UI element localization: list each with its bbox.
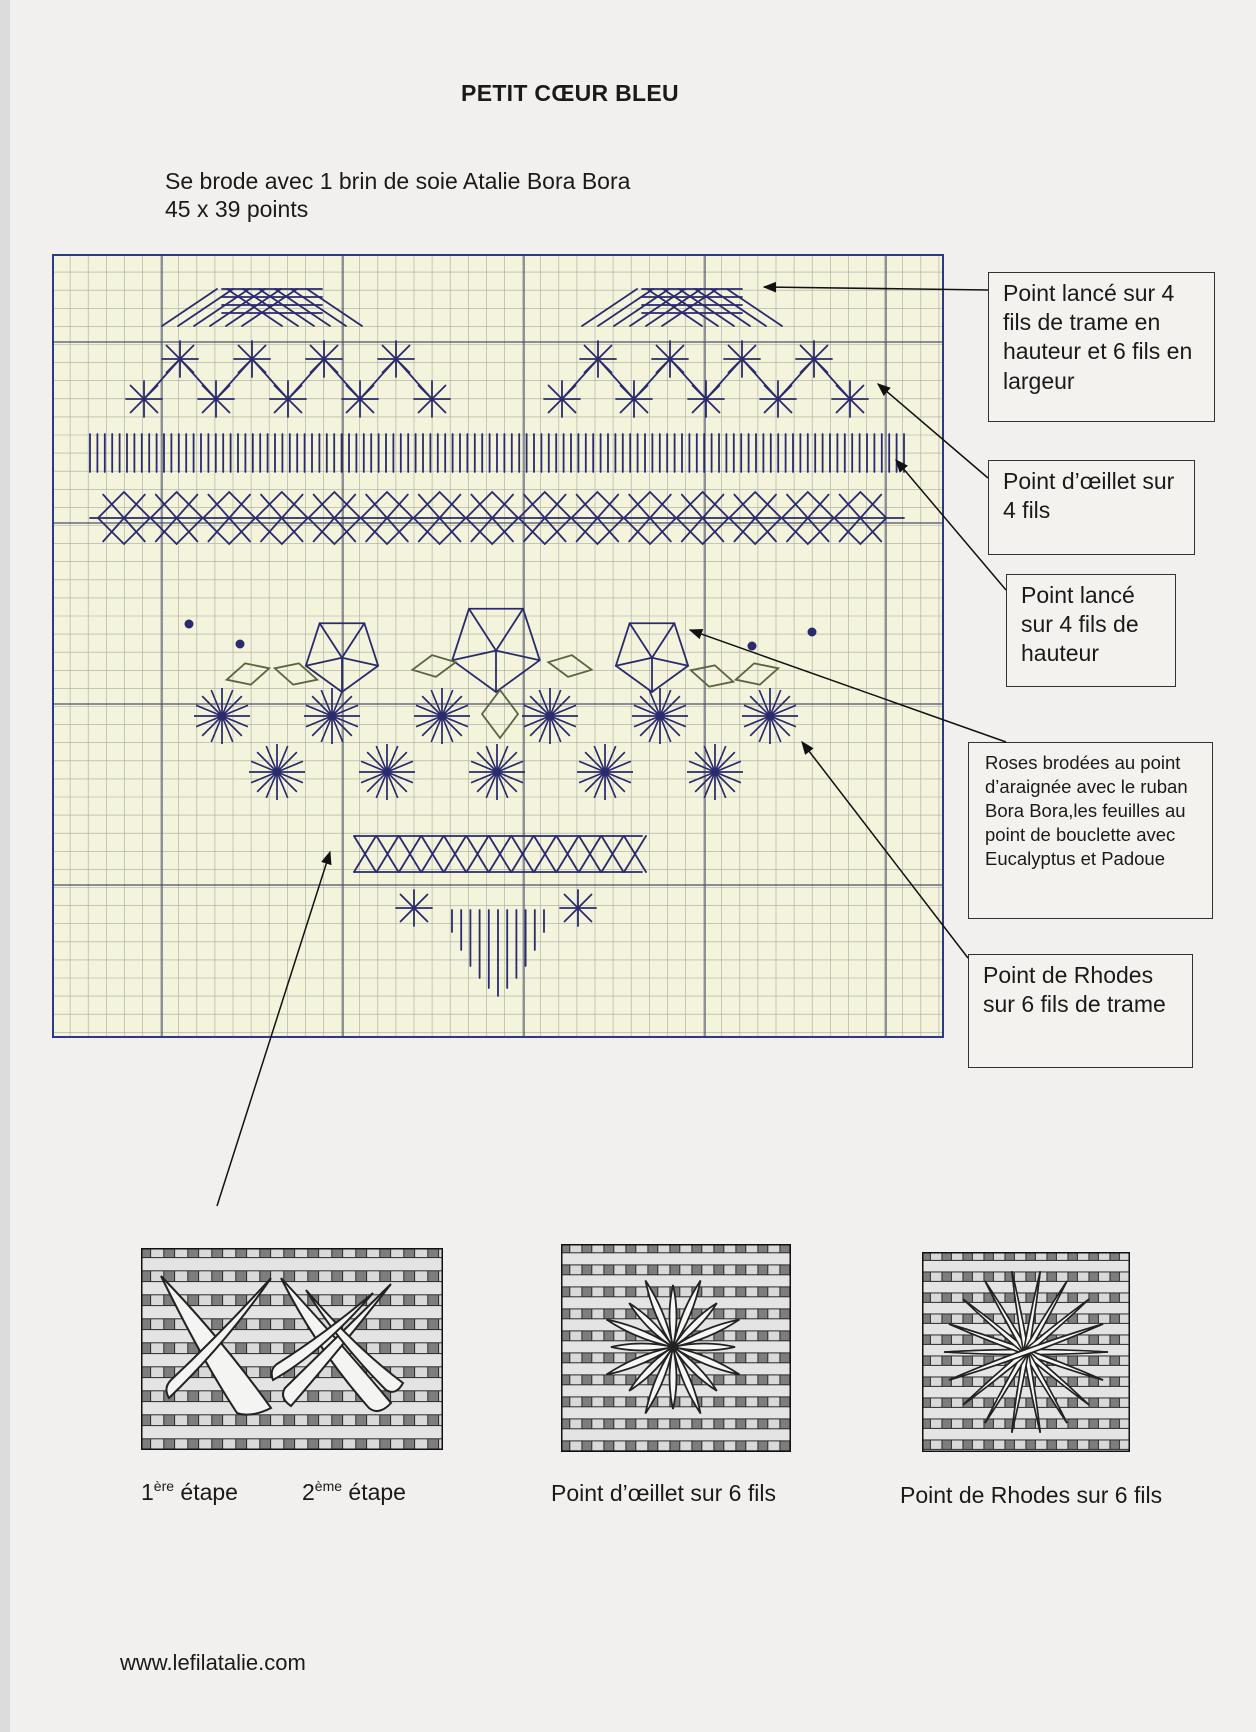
annotation-lance-hauteur: Point lancé sur 4 fils de hauteur — [1006, 574, 1176, 687]
caption-rhodes: Point de Rhodes sur 6 fils — [900, 1482, 1163, 1508]
intro-thread: Se brode avec 1 brin de soie Atalie Bora… — [165, 168, 631, 194]
illustration-steps — [141, 1248, 443, 1450]
intro-size: 45 x 39 points — [165, 196, 309, 222]
page-edge — [0, 0, 10, 1732]
page-title: PETIT CŒUR BLEU — [461, 80, 679, 106]
footer-url[interactable]: www.lefilatalie.com — [120, 1650, 306, 1675]
annotation-lance-trame: Point lancé sur 4 fils de trame en haute… — [988, 272, 1215, 422]
annotation-roses: Roses brodées au point d’araignée avec l… — [968, 742, 1213, 919]
illustration-oeillet — [561, 1244, 791, 1452]
caption-oeillet: Point d’œillet sur 6 fils — [551, 1480, 776, 1506]
embroidery-chart — [52, 254, 944, 1038]
caption-step-1: 1ère étape — [141, 1478, 238, 1505]
caption-step-2: 2ème étape — [302, 1478, 406, 1505]
annotation-rhodes-trame: Point de Rhodes sur 6 fils de trame — [968, 954, 1193, 1068]
illustration-rhodes — [922, 1252, 1130, 1452]
annotation-oeillet-4: Point d’œillet sur 4 fils — [988, 460, 1195, 555]
